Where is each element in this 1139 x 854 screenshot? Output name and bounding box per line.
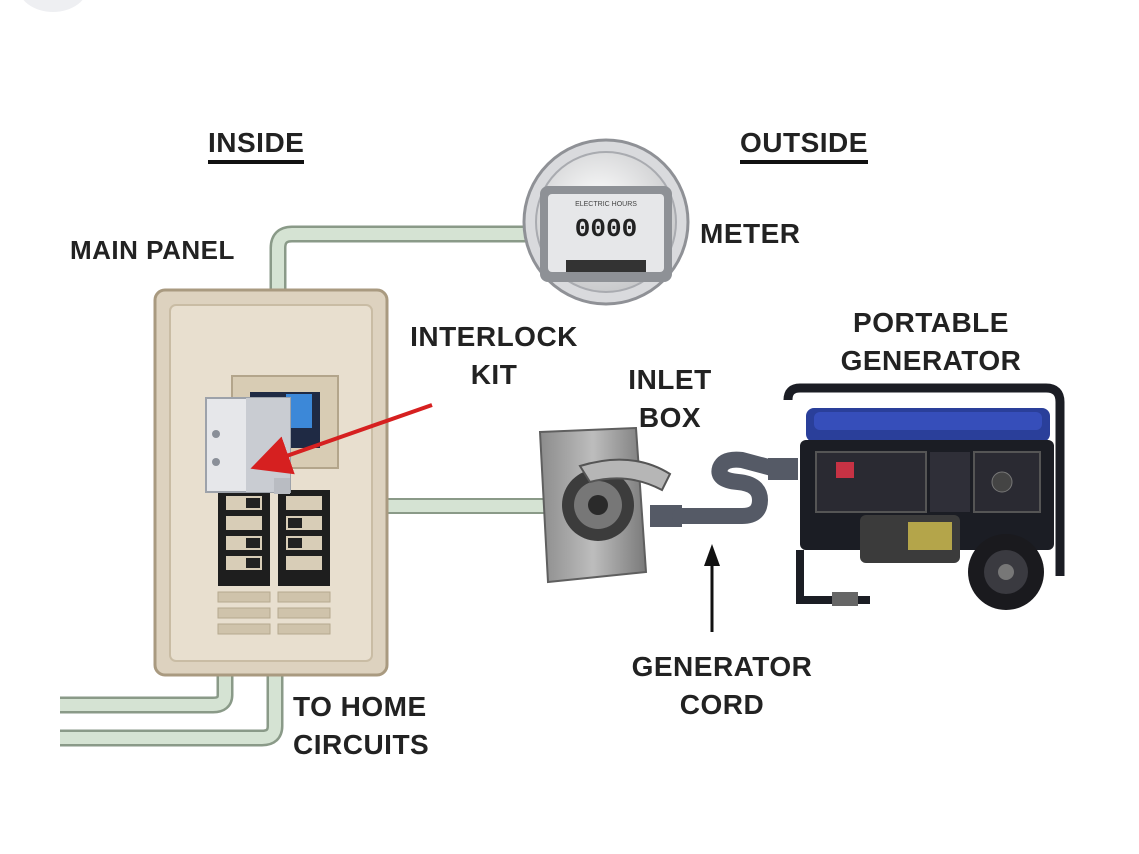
portable-generator-illustration — [783, 383, 1065, 610]
meter-illustration: ELECTRIC HOURS 0000 — [522, 138, 690, 306]
conduit-meter-to-panel — [269, 225, 539, 301]
meter-dials: 0000 — [575, 214, 637, 244]
generator-cord-illustration — [650, 451, 798, 527]
cord-pointer-arrow — [704, 544, 720, 632]
label-inside: INSIDE — [208, 126, 305, 164]
label-outside: OUTSIDE — [740, 126, 868, 164]
label-portable-generator: PORTABLE GENERATOR — [840, 307, 1022, 376]
inlet-box-illustration — [538, 426, 672, 584]
interlock-pointer-arrow — [250, 403, 433, 475]
label-to-home-circuits: TO HOME CIRCUITS — [293, 691, 430, 760]
label-interlock-kit: INTERLOCK KIT — [410, 321, 578, 390]
label-meter: METER — [700, 218, 801, 249]
conduit-panel-to-inlet — [384, 498, 544, 514]
label-inlet-box: INLET BOX — [628, 364, 712, 433]
conduit-home-circuits — [60, 670, 284, 747]
interlock-kit-plate — [205, 397, 291, 494]
meter-face-label: ELECTRIC HOURS — [575, 201, 637, 208]
label-generator-cord: GENERATOR CORD — [631, 651, 813, 720]
label-main-panel: MAIN PANEL — [70, 235, 235, 265]
